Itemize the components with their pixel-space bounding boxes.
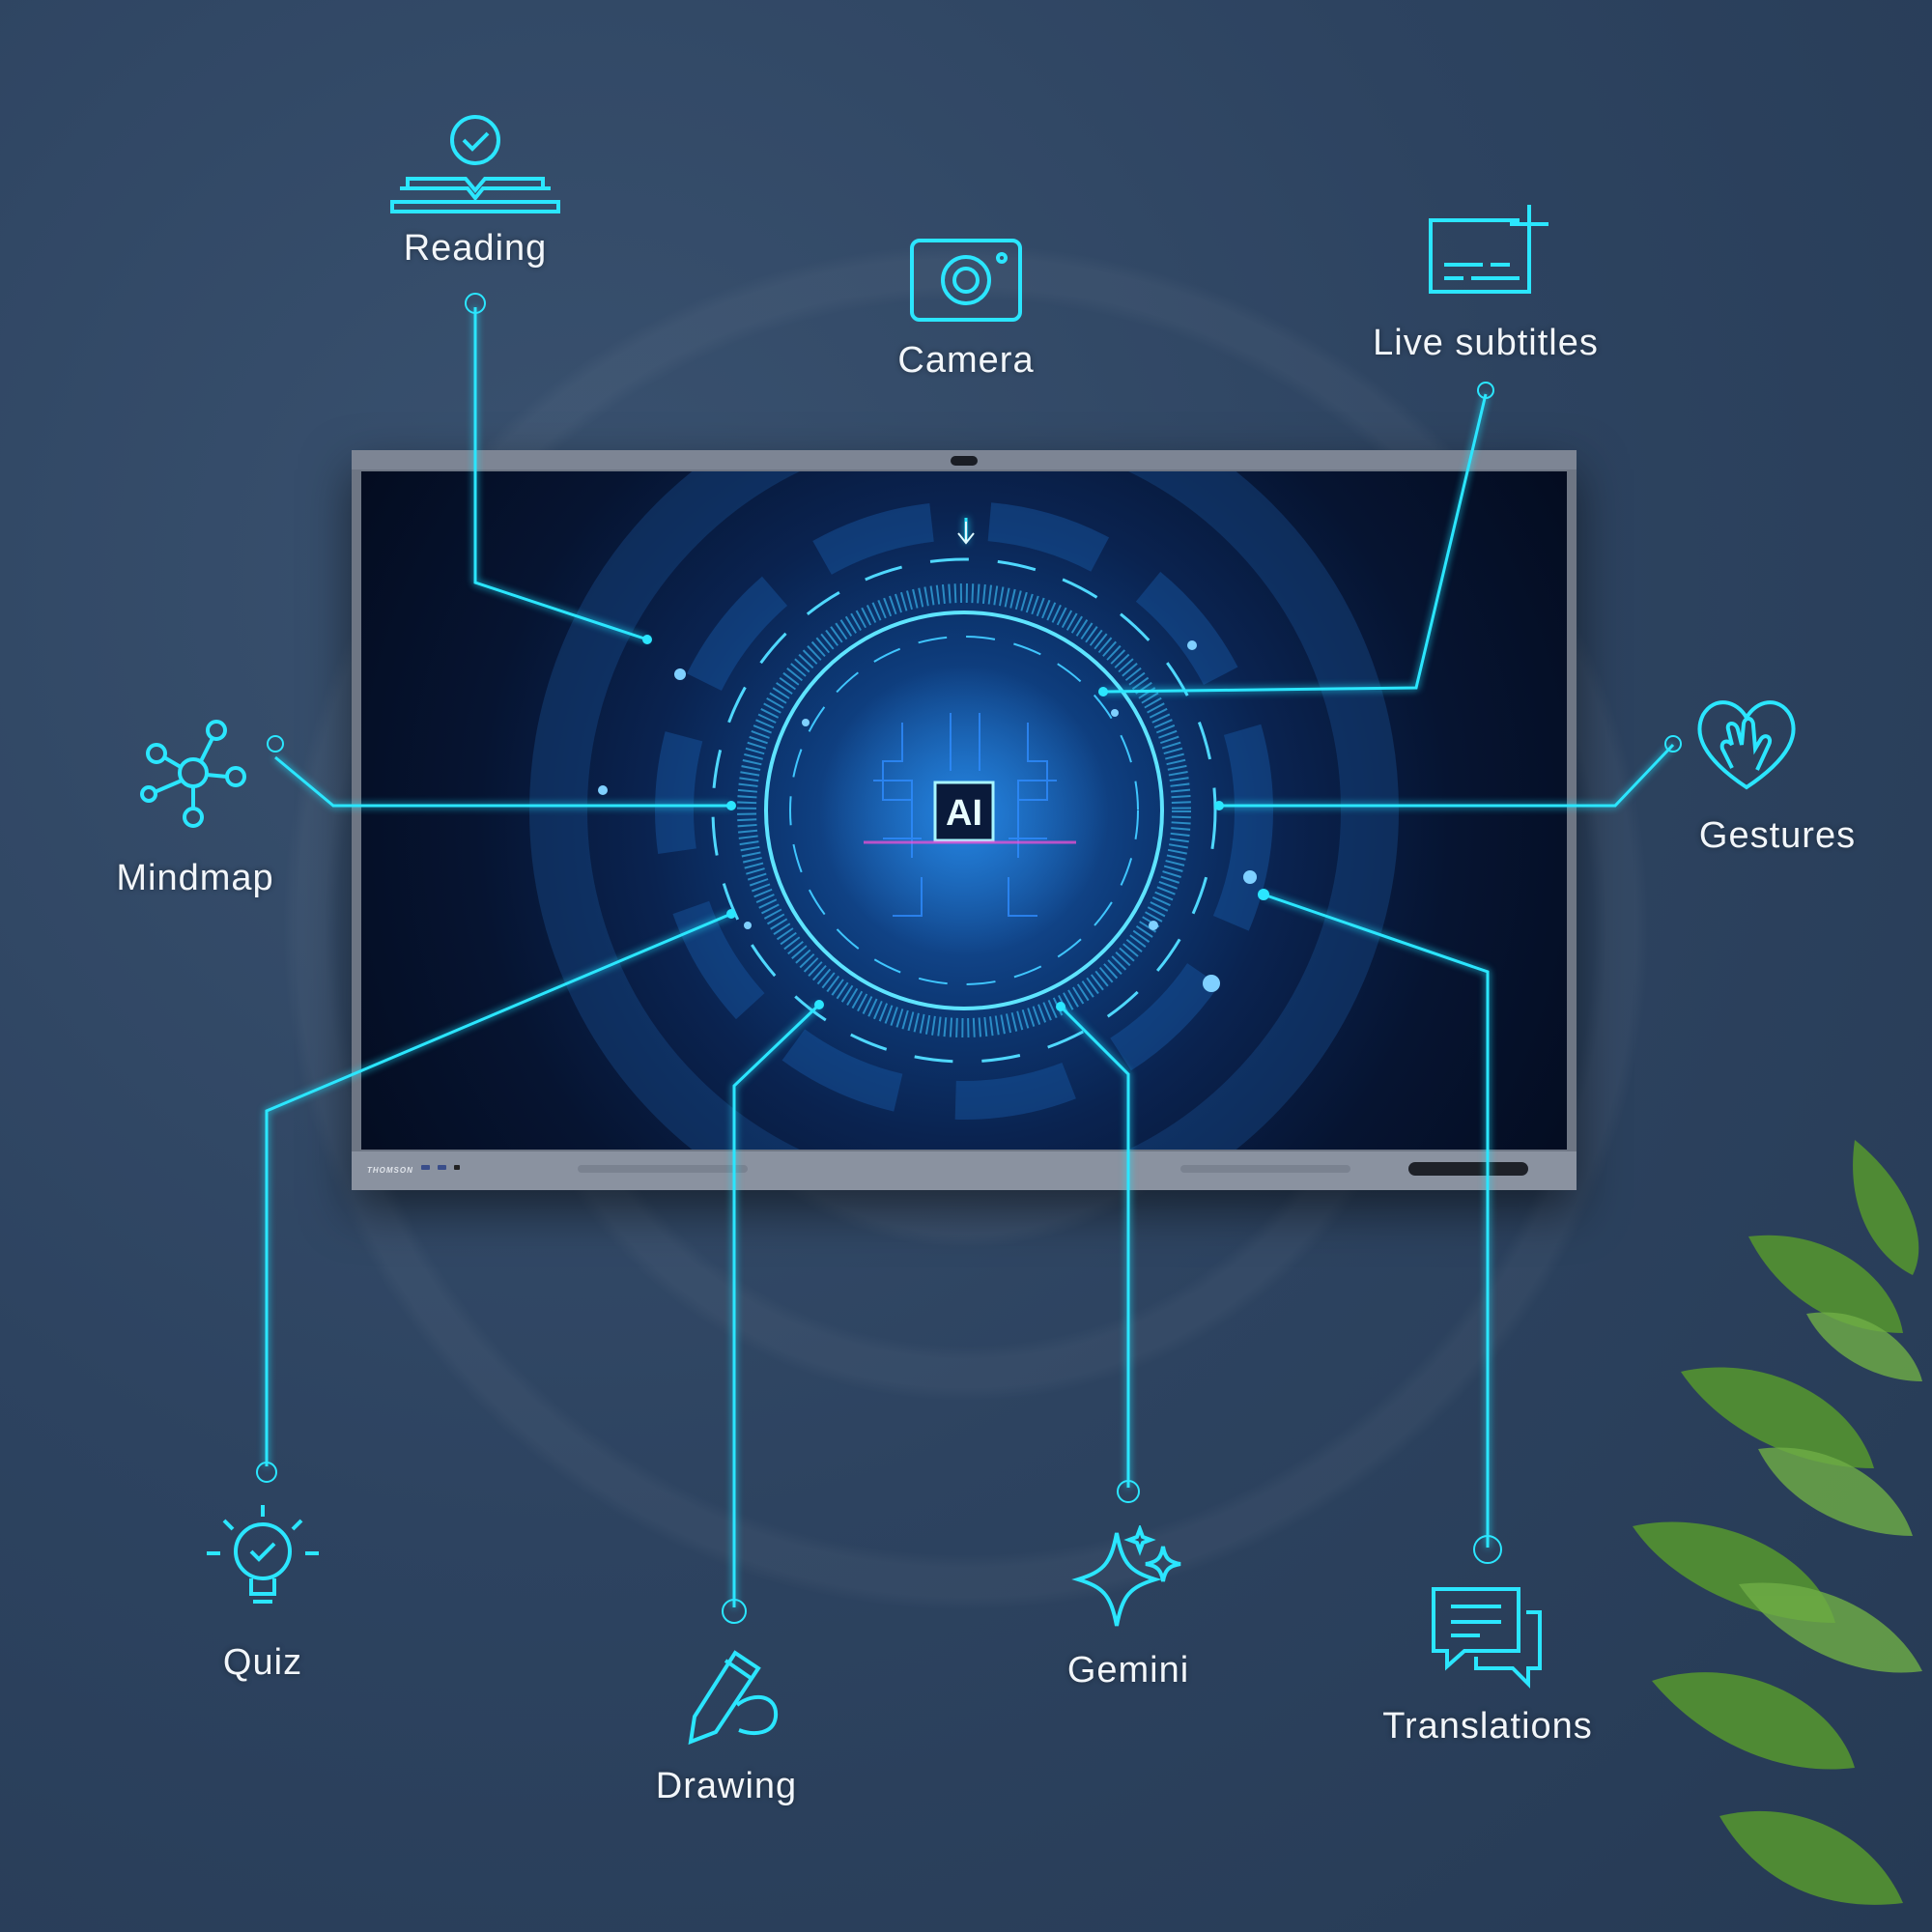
subtitles-icon — [1429, 205, 1548, 294]
nfc-sensor-strip — [1408, 1162, 1528, 1176]
heart-hand-icon — [1697, 700, 1796, 790]
book-check-icon — [390, 115, 560, 213]
feature-label-drawing: Drawing — [655, 1766, 798, 1806]
usb-port — [438, 1165, 446, 1170]
pencil-hand-icon — [688, 1650, 779, 1746]
display-screen: AI — [361, 471, 1567, 1150]
speaker-grille — [1180, 1165, 1350, 1173]
plant-decoration — [1633, 1140, 1922, 1905]
sparkle-icon — [1071, 1525, 1181, 1627]
usb-c-port — [454, 1165, 460, 1170]
interactive-display: AI THOMSON — [352, 450, 1577, 1190]
display-top-bezel — [352, 450, 1577, 469]
feature-label-quiz: Quiz — [222, 1642, 303, 1683]
usb-port — [421, 1165, 430, 1170]
feature-label-live-subtitles: Live subtitles — [1373, 323, 1599, 363]
feature-label-translations: Translations — [1382, 1706, 1593, 1747]
display-bottom-bezel: THOMSON — [352, 1151, 1577, 1190]
lightbulb-check-icon — [207, 1505, 319, 1604]
webcam — [951, 456, 978, 466]
feature-label-gemini: Gemini — [1066, 1650, 1190, 1690]
ai-badge: AI — [946, 793, 982, 834]
feature-label-reading: Reading — [403, 228, 548, 269]
chat-bubbles-icon — [1432, 1587, 1542, 1689]
feature-label-camera: Camera — [897, 340, 1035, 381]
brand-logo: THOMSON — [367, 1166, 413, 1175]
mindmap-icon — [140, 720, 246, 828]
camera-icon — [910, 239, 1022, 322]
feature-label-mindmap: Mindmap — [116, 858, 274, 898]
feature-label-gestures: Gestures — [1698, 815, 1857, 856]
speaker-grille — [578, 1165, 748, 1173]
ai-circuit-graphic: AI — [529, 471, 1399, 1150]
